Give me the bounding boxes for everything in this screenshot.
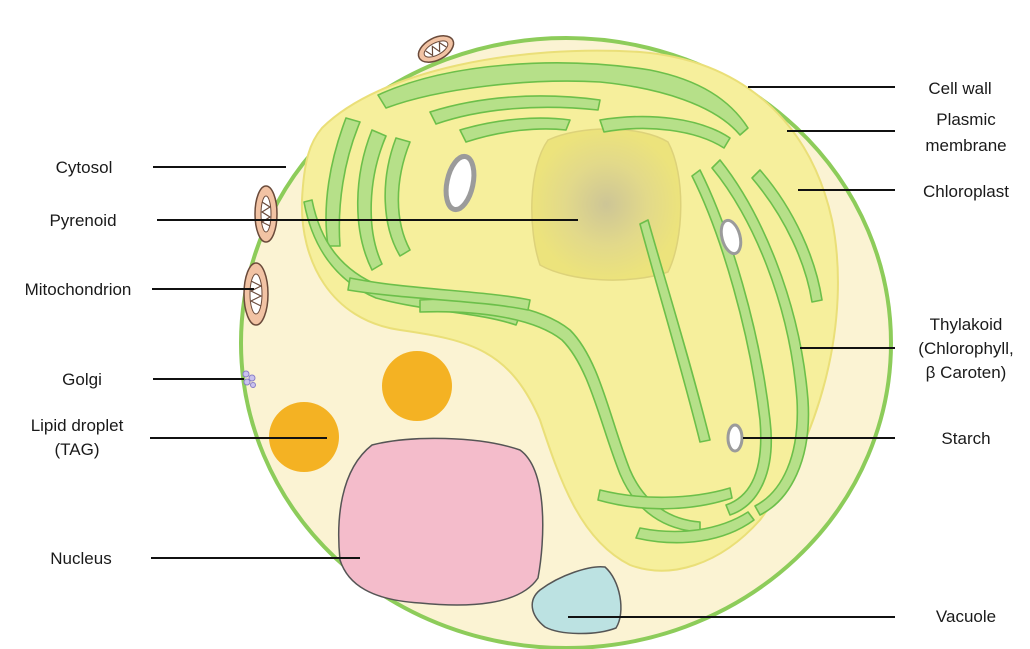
label-vacuole: Vacuole — [936, 607, 996, 626]
label-nucleus: Nucleus — [50, 549, 111, 568]
label-golgi: Golgi — [62, 370, 102, 389]
label-starch: Starch — [941, 429, 990, 448]
nucleus — [339, 438, 543, 605]
starch-grain — [728, 425, 742, 451]
label-plasmic-membrane: Plasmic — [936, 110, 996, 129]
mitochondrion-upper — [255, 186, 277, 242]
label-plasmic-membrane-2: membrane — [925, 136, 1006, 155]
label-thylakoid-3: β Caroten) — [926, 363, 1007, 382]
label-thylakoid-2: (Chlorophyll, — [918, 339, 1013, 358]
label-lipid-droplet: Lipid droplet — [31, 416, 124, 435]
label-cell-wall: Cell wall — [928, 79, 991, 98]
label-lipid-droplet-tag: (TAG) — [54, 440, 99, 459]
label-pyrenoid: Pyrenoid — [49, 211, 116, 230]
mitochondrion-lower — [244, 263, 268, 325]
label-chloroplast: Chloroplast — [923, 182, 1009, 201]
lipid-droplet — [382, 351, 452, 421]
label-thylakoid: Thylakoid — [930, 315, 1003, 334]
label-mitochondrion: Mitochondrion — [25, 280, 132, 299]
label-cytosol: Cytosol — [56, 158, 113, 177]
